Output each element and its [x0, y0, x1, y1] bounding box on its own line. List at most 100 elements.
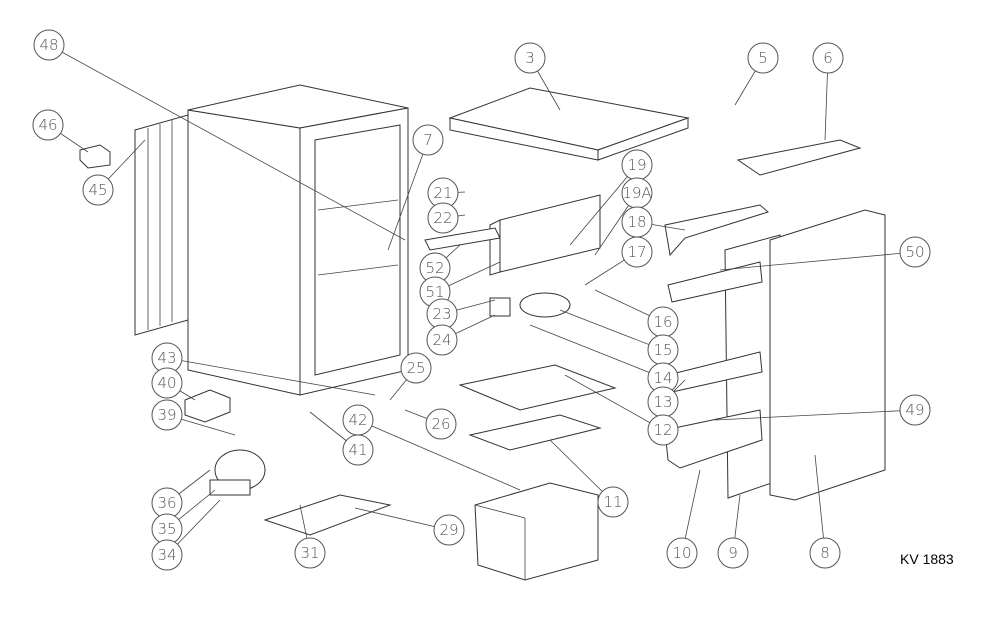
callout-36: 36 — [151, 469, 211, 519]
callout-number: 36 — [157, 494, 176, 512]
leader-line — [719, 251, 916, 271]
callout-number: 15 — [653, 341, 672, 359]
callout-number: 7 — [423, 131, 433, 149]
leader-line — [166, 357, 376, 396]
callout-circle — [82, 174, 114, 206]
diagram-code-label: KV 1883 — [900, 551, 954, 567]
callout-circle — [33, 29, 65, 61]
callout-24: 24 — [426, 314, 496, 356]
callout-circle — [427, 202, 459, 234]
leader-line — [48, 44, 406, 241]
leader-line — [387, 139, 429, 251]
callout-circle — [412, 124, 444, 156]
callout-number: 11 — [603, 493, 622, 511]
callout-9: 9 — [717, 494, 749, 569]
callout-23: 23 — [426, 298, 496, 330]
callout-number: 10 — [672, 544, 691, 562]
leader-line — [354, 507, 450, 531]
callout-number: 17 — [627, 243, 646, 261]
callout-number: 41 — [348, 441, 367, 459]
callout-50: 50 — [719, 236, 931, 271]
callout-number: 9 — [728, 544, 738, 562]
callout-circle — [717, 537, 749, 569]
callout-circle — [400, 352, 432, 384]
callout-21: 21 — [427, 177, 466, 209]
callout-circle — [514, 42, 546, 74]
callout-43: 43 — [151, 342, 376, 396]
callout-39: 39 — [151, 399, 236, 436]
callout-circle — [294, 537, 326, 569]
callout-circle — [621, 236, 653, 268]
callout-number: 45 — [88, 181, 107, 199]
callout-6: 6 — [812, 42, 844, 141]
callout-number: 31 — [300, 544, 319, 562]
callout-3: 3 — [514, 42, 561, 111]
callout-number: 25 — [406, 359, 425, 377]
leader-line — [564, 374, 664, 431]
callout-circle — [809, 537, 841, 569]
callout-number: 35 — [157, 520, 176, 538]
part-52-thermostat-bar — [424, 227, 501, 251]
callout-number: 3 — [525, 49, 535, 67]
part-12-shelf — [458, 364, 617, 411]
callout-26: 26 — [404, 408, 457, 440]
callout-number: 6 — [823, 49, 833, 67]
callout-29: 29 — [354, 507, 465, 546]
callout-circle — [899, 236, 931, 268]
callout-45: 45 — [82, 139, 146, 206]
callout-11: 11 — [549, 439, 629, 518]
callout-22: 22 — [427, 202, 466, 234]
callout-number: 51 — [425, 283, 444, 301]
callout-circle — [647, 414, 679, 446]
leader-line — [559, 309, 664, 351]
callout-13: 13 — [647, 379, 686, 418]
callout-5: 5 — [734, 42, 779, 106]
callout-46: 46 — [32, 109, 89, 153]
callout-circle — [747, 42, 779, 74]
callout-number: 49 — [905, 401, 924, 419]
callout-circle — [426, 324, 458, 356]
callout-25: 25 — [389, 352, 432, 401]
callout-number: 34 — [157, 546, 176, 564]
leader-line — [529, 324, 664, 379]
callout-number: 13 — [653, 393, 672, 411]
door-assembly — [664, 209, 886, 501]
top-cover — [448, 87, 690, 161]
callout-52: 52 — [419, 244, 461, 284]
callout-circle — [151, 399, 183, 431]
leader-line — [814, 454, 826, 554]
callout-number: 16 — [653, 313, 672, 331]
part-46-bracket — [79, 144, 111, 169]
leader-line — [569, 164, 638, 246]
crisper-drawer — [474, 482, 599, 581]
callout-number: 26 — [431, 415, 450, 433]
callout-circle — [433, 514, 465, 546]
callout-circle — [666, 537, 698, 569]
callout-circle — [151, 539, 183, 571]
callout-number: 48 — [39, 36, 58, 54]
callout-16: 16 — [594, 289, 679, 338]
callout-31: 31 — [294, 504, 326, 569]
light-parts — [489, 292, 571, 318]
callout-8: 8 — [809, 454, 841, 569]
callout-circle — [342, 434, 374, 466]
callout-number: 22 — [433, 209, 452, 227]
callout-circle — [151, 367, 183, 399]
callout-number: 23 — [432, 305, 451, 323]
callout-40: 40 — [151, 367, 196, 401]
callout-19: 19 — [569, 149, 653, 246]
callout-15: 15 — [559, 309, 679, 366]
callout-number: 50 — [905, 243, 924, 261]
leader-line — [357, 419, 521, 491]
callout-circle — [32, 109, 64, 141]
callout-number: 29 — [439, 521, 458, 539]
callout-number: 21 — [433, 184, 452, 202]
callout-7: 7 — [387, 124, 444, 251]
callout-circle — [899, 394, 931, 426]
callout-35: 35 — [151, 489, 216, 545]
callout-34: 34 — [151, 499, 221, 571]
callout-12: 12 — [564, 374, 679, 446]
callout-41: 41 — [309, 411, 374, 466]
callout-number: 19A — [622, 184, 651, 202]
